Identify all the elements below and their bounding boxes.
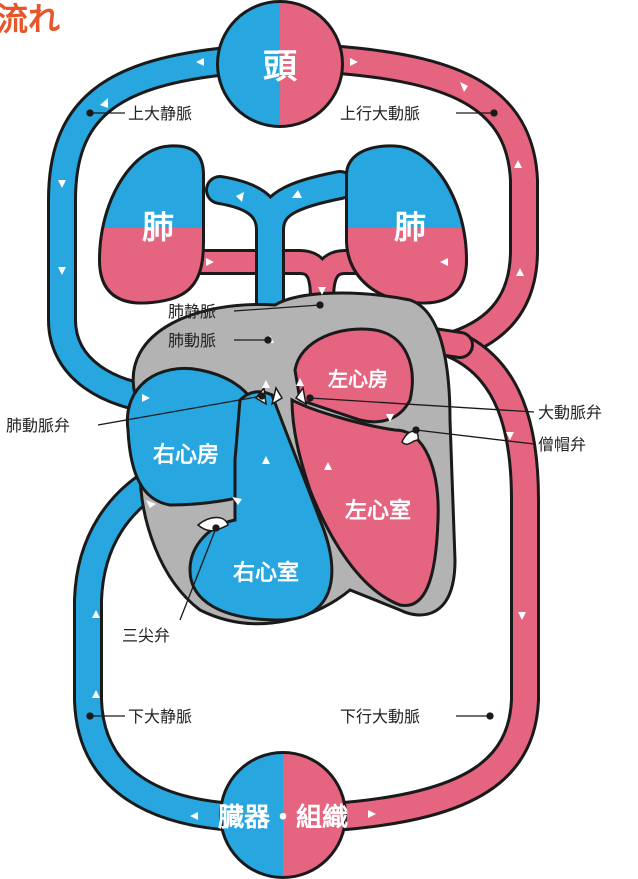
ascending-aorta-label: 上行大動脈	[340, 104, 420, 123]
lung-left: 肺	[90, 140, 210, 318]
lung-left-label: 肺	[142, 208, 174, 246]
mitral-valve-label: 僧帽弁	[538, 435, 586, 454]
aortic-valve-label: 大動脈弁	[538, 403, 602, 422]
body-tissue-label: 臓器・組織	[217, 802, 348, 833]
head-node: 頭	[216, 0, 344, 128]
left-ventricle-label: 左心室	[345, 498, 411, 524]
left-atrium-label: 左心房	[328, 367, 388, 391]
right-atrium-label: 右心房	[153, 442, 219, 468]
head-label: 頭	[263, 47, 298, 87]
pulmonary-valve-label: 肺動脈弁	[6, 416, 70, 435]
diagram-title: 流れ	[0, 0, 60, 38]
superior-vena-cava-label: 上大静脈	[128, 104, 192, 123]
right-ventricle-label: 右心室	[233, 560, 299, 586]
tricuspid-valve-label: 三尖弁	[122, 626, 170, 645]
descending-aorta-label: 下行大動脈	[340, 707, 420, 726]
pulmonary-artery-label: 肺動脈	[168, 331, 216, 350]
lung-right-label: 肺	[394, 208, 426, 246]
lung-right: 肺	[340, 140, 470, 318]
body-tissue-node: 臓器・組織	[217, 751, 348, 879]
inferior-vena-cava-label: 下大静脈	[128, 707, 192, 726]
pulmonary-vein-label: 肺静脈	[168, 302, 216, 321]
